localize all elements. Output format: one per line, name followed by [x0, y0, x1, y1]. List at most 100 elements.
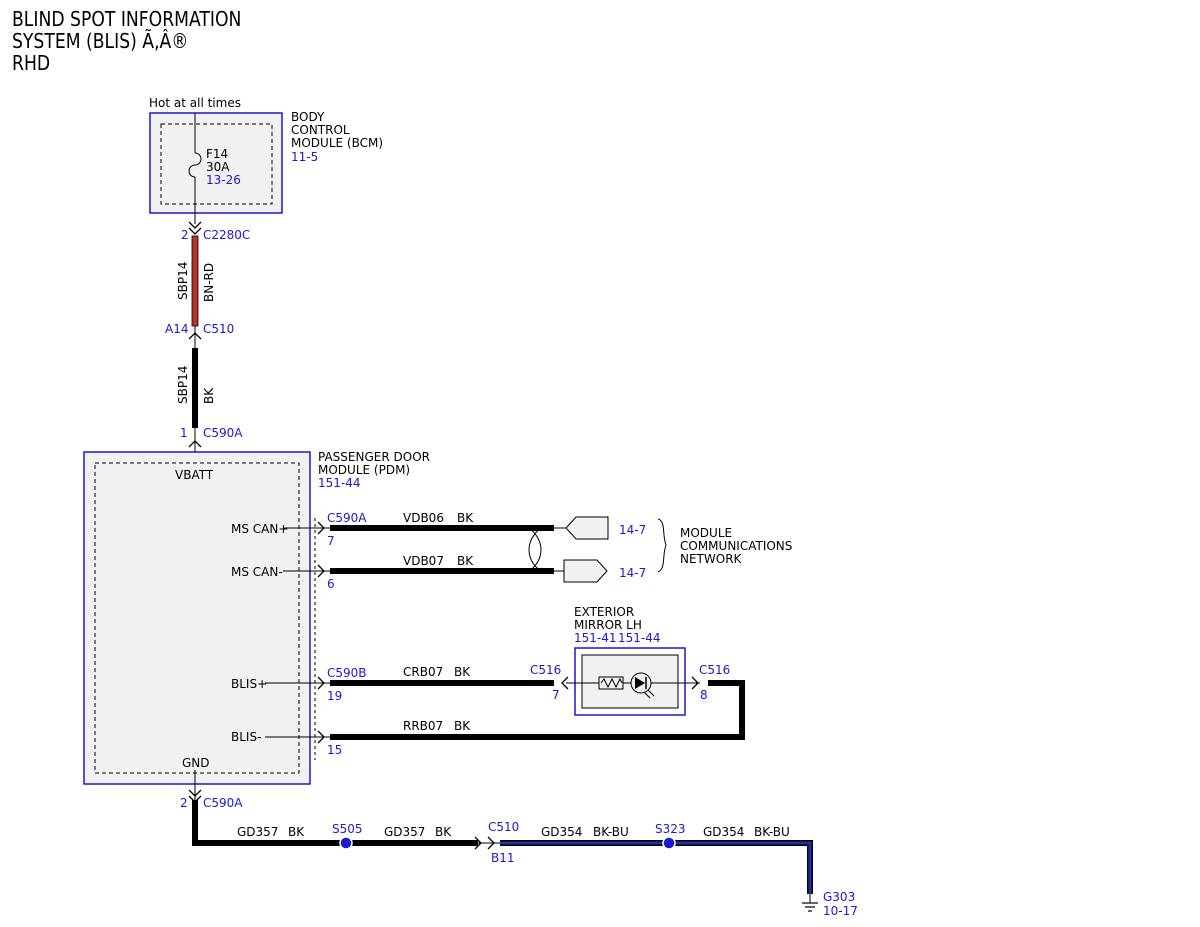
- wire-sbp14-bn-rd[interactable]: [191, 235, 199, 327]
- wire-vdb06-circuit: VDB06: [403, 511, 444, 525]
- network-brace: [657, 518, 667, 573]
- wire-gd354-2-color: BK-BU: [754, 825, 790, 839]
- fuse-rating: 30A: [206, 160, 230, 174]
- ground-inline-conn-name[interactable]: C510: [488, 820, 519, 834]
- pdm-ms-can-minus-label: MS CAN-: [231, 565, 283, 579]
- c2280c-name[interactable]: C2280C: [203, 228, 250, 242]
- wire-vdb07-circuit: VDB07: [403, 554, 444, 568]
- title-line-2: SYSTEM (BLIS) Ã‚Â®: [12, 29, 189, 53]
- wire-rrb07-color: BK: [454, 719, 471, 733]
- bcm-ref[interactable]: 11-5: [291, 150, 318, 164]
- wire-vdb07[interactable]: [330, 568, 554, 574]
- wire-crb07-circuit: CRB07: [403, 665, 443, 679]
- wire-crb07-color: BK: [454, 665, 471, 679]
- led-diode-triangle: [635, 677, 645, 689]
- connector-chevron-can-minus: [317, 564, 325, 578]
- exterior-mirror-module[interactable]: [574, 647, 686, 716]
- fuse-name: F14: [206, 147, 228, 161]
- c2280c-pin: 2: [181, 228, 189, 242]
- wire-gd357-1-circuit: GD357: [237, 825, 278, 839]
- wire-sbp14-upper-circuit: SBP14: [176, 262, 190, 300]
- wire-vdb06-color: BK: [457, 511, 474, 525]
- wire-sbp14-lower-color: BK: [202, 387, 216, 404]
- bcm-name-line-1: BODY: [291, 110, 325, 124]
- fuse-f14-symbol[interactable]: [188, 152, 202, 178]
- mirror-ref-1[interactable]: 151-41: [574, 631, 617, 645]
- mirror-conn-right-symbol: [691, 676, 699, 690]
- pdm-gnd-label: GND: [182, 756, 210, 770]
- title-line-3: RHD: [12, 51, 51, 75]
- led-light-arrows: [643, 689, 655, 699]
- wire-gd354-1-color: BK-BU: [593, 825, 629, 839]
- mirror-conn-left-name[interactable]: C516: [530, 663, 561, 677]
- network-label-line-1: MODULE: [680, 526, 732, 540]
- mirror-conn-right-pin: 8: [700, 688, 708, 702]
- ground-g303-ref[interactable]: 10-17: [823, 904, 858, 918]
- title-line-1: BLIND SPOT INFORMATION: [12, 7, 242, 31]
- pdm-ms-can-plus-label: MS CAN+: [231, 522, 288, 536]
- splice-s505-label[interactable]: S505: [332, 822, 363, 836]
- wire-sbp14-lower-circuit: SBP14: [176, 366, 190, 404]
- pdm-name-line-1: PASSENGER DOOR: [318, 450, 430, 464]
- wire-gd354-2-circuit: GD354: [703, 825, 744, 839]
- splice-s505[interactable]: [339, 836, 353, 850]
- c510-top-pin: A14: [165, 322, 188, 336]
- mirror-conn-left-symbol: [561, 676, 569, 690]
- can-connector-name[interactable]: C590A: [327, 511, 367, 525]
- can-minus-offpage-connector[interactable]: [563, 559, 608, 583]
- twisted-pair-symbol: [528, 527, 542, 572]
- wire-vdb06[interactable]: [330, 525, 554, 531]
- splice-s323-label[interactable]: S323: [655, 822, 686, 836]
- pdm-vbatt-label: VBATT: [175, 468, 214, 482]
- wire-vdb07-color: BK: [457, 554, 474, 568]
- mirror-conn-left-pin: 7: [552, 688, 560, 702]
- can-plus-offpage-connector[interactable]: [565, 516, 609, 540]
- bcm-module[interactable]: [149, 112, 283, 214]
- wire-gd357[interactable]: [192, 800, 478, 846]
- can-plus-ref[interactable]: 14-7: [619, 523, 646, 537]
- diagram-title: BLIND SPOT INFORMATION SYSTEM (BLIS) Ã‚Â…: [12, 8, 241, 74]
- mirror-ref-2[interactable]: 151-44: [618, 631, 661, 645]
- fuse-ref[interactable]: 13-26: [206, 173, 241, 187]
- ground-conn-name[interactable]: C590A: [203, 796, 243, 810]
- pdm-blis-plus-label: BLIS+: [231, 677, 267, 691]
- network-label-line-2: COMMUNICATIONS: [680, 539, 792, 553]
- network-label-line-3: NETWORK: [680, 552, 743, 566]
- mirror-name-line-2: MIRROR LH: [574, 618, 642, 632]
- ground-inline-conn-pin: B11: [491, 851, 515, 865]
- pdm-name-line-2: MODULE (PDM): [318, 463, 410, 477]
- can-minus-ref[interactable]: 14-7: [619, 566, 646, 580]
- wire-gd357-1-color: BK: [288, 825, 305, 839]
- pdm-ref[interactable]: 151-44: [318, 476, 361, 490]
- connector-chevron-blis-minus: [317, 730, 325, 744]
- connector-chevron-can-plus: [317, 521, 325, 535]
- connector-c2280c-symbol: [188, 221, 202, 235]
- bcm-name-line-2: CONTROL: [291, 123, 350, 137]
- connector-chevron-blis-plus: [317, 676, 325, 690]
- pdm-blis-minus-label: BLIS-: [231, 730, 261, 744]
- ground-g303-symbol[interactable]: [802, 894, 818, 912]
- resistor-zigzag: [600, 677, 623, 689]
- wire-crb07[interactable]: [330, 680, 554, 686]
- mirror-conn-right-name[interactable]: C516: [699, 663, 730, 677]
- ground-g303-name[interactable]: G303: [823, 890, 855, 904]
- wire-rrb07-circuit: RRB07: [403, 719, 443, 733]
- bcm-supply-label: Hot at all times: [149, 96, 241, 110]
- wire-gd357-2-circuit: GD357: [384, 825, 425, 839]
- splice-s323[interactable]: [662, 836, 676, 850]
- c590a-pin1-name[interactable]: C590A: [203, 426, 243, 440]
- wire-gd354-stripe: [500, 841, 812, 894]
- pdm-module[interactable]: [83, 451, 311, 785]
- wire-rrb07[interactable]: [330, 680, 745, 740]
- c510-top-name[interactable]: C510: [203, 322, 234, 336]
- bcm-name-line-3: MODULE (BCM): [291, 136, 383, 150]
- mirror-name-line-1: EXTERIOR: [574, 605, 634, 619]
- wire-sbp14-bk[interactable]: [192, 348, 198, 428]
- blis-connector-name[interactable]: C590B: [327, 666, 367, 680]
- wire-gd354[interactable]: [500, 840, 813, 894]
- wire-gd357-2-color: BK: [435, 825, 452, 839]
- resistor-icon: [598, 676, 624, 690]
- wire-gd354-1-circuit: GD354: [541, 825, 582, 839]
- can-minus-pin: 6: [327, 577, 335, 591]
